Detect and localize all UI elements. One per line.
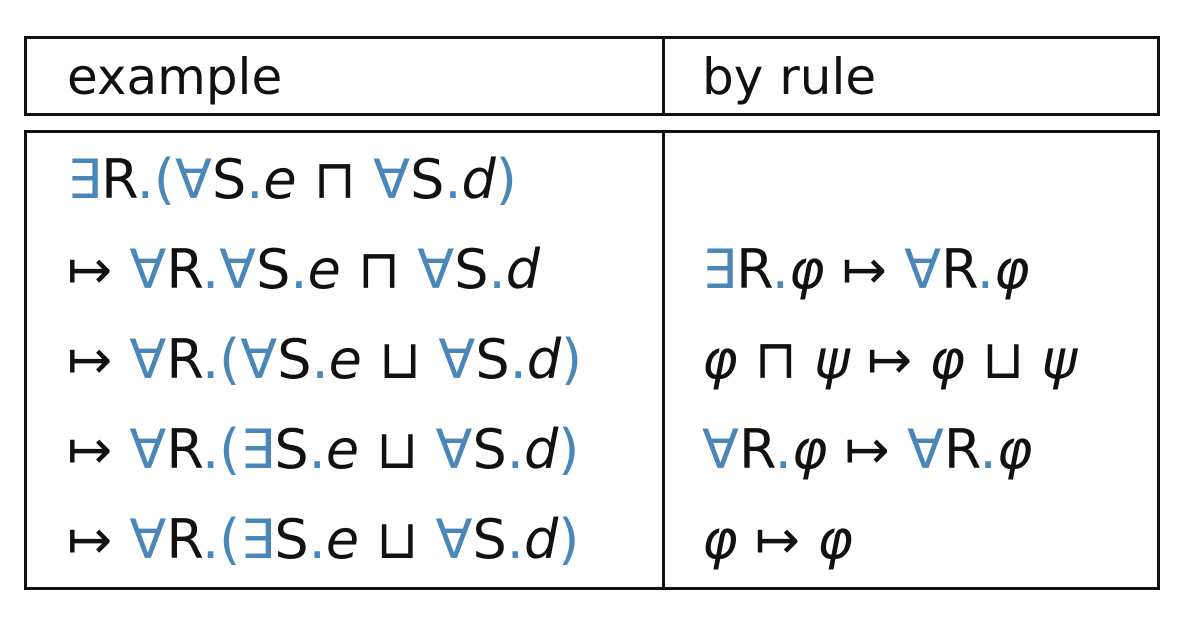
- table-row: ↦ ∀R.(∃S.e ⊔ ∀S.d): [67, 415, 579, 485]
- row-3-rule: φ ⊓ ψ ↦ φ ⊔ ψ: [702, 328, 1078, 391]
- row-5-rule: φ ↦ φ: [702, 508, 853, 571]
- row-4-example: ↦ ∀R.(∃S.e ⊔ ∀S.d): [67, 418, 580, 481]
- table-row: φ ↦ φ: [702, 505, 853, 575]
- table-header: example by rule: [24, 36, 1160, 116]
- header-by-rule: by rule: [702, 48, 877, 106]
- header-example: example: [67, 48, 283, 106]
- table-row: ∀R.φ ↦ ∀R.φ: [702, 415, 1032, 485]
- table-row: ∃R.(∀S.e ⊓ ∀S.d): [67, 145, 517, 215]
- row-3-example: ↦ ∀R.(∀S.e ⊔ ∀S.d): [67, 328, 583, 391]
- table-body: ∃R.(∀S.e ⊓ ∀S.d) ↦ ∀R.∀S.e ⊓ ∀S.d ∃R.φ ↦…: [24, 130, 1160, 590]
- row-2-example: ↦ ∀R.∀S.e ⊓ ∀S.d: [67, 238, 540, 301]
- table-row: ∃R.φ ↦ ∀R.φ: [702, 235, 1029, 305]
- table-row: ↦ ∀R.(∃S.e ⊔ ∀S.d): [67, 505, 579, 575]
- header-column-divider: [662, 39, 665, 113]
- row-2-rule: ∃R.φ ↦ ∀R.φ: [702, 238, 1030, 301]
- row-4-rule: ∀R.φ ↦ ∀R.φ: [702, 418, 1033, 481]
- row-1-example: ∃R.(∀S.e ⊓ ∀S.d): [67, 148, 517, 211]
- table-row: ↦ ∀R.∀S.e ⊓ ∀S.d: [67, 235, 540, 305]
- table-row: φ ⊓ ψ ↦ φ ⊔ ψ: [702, 325, 1077, 395]
- body-column-divider: [662, 133, 665, 587]
- row-5-example: ↦ ∀R.(∃S.e ⊔ ∀S.d): [67, 508, 580, 571]
- table-row: ↦ ∀R.(∀S.e ⊔ ∀S.d): [67, 325, 582, 395]
